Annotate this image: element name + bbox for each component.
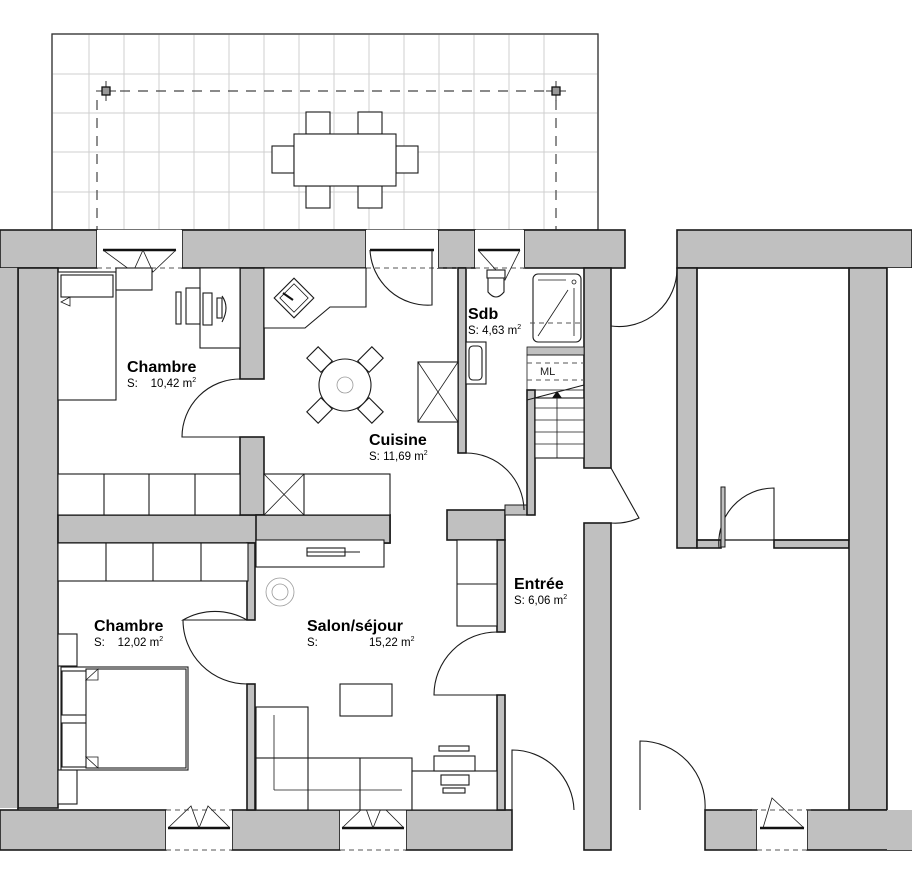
round-table-icon	[306, 346, 384, 424]
room-name: Entrée	[514, 576, 564, 593]
washing-machine-label: ML	[540, 366, 556, 378]
desk-icon	[411, 745, 498, 811]
entree-bench	[456, 539, 498, 627]
tv-cabinet	[255, 539, 385, 568]
dining-table-icon	[271, 111, 419, 209]
room-name: Sdb	[468, 306, 499, 323]
shower-icon	[530, 273, 584, 343]
double-bed-icon	[57, 633, 189, 805]
washing-machine-area	[526, 354, 585, 391]
room-area: S: 12,02 m2	[94, 636, 164, 650]
room-name: Chambre	[127, 359, 197, 376]
room-name: Cuisine	[369, 432, 427, 449]
room-label-chambre-2: Chambre S: 12,02 m2	[94, 618, 163, 651]
doors	[180, 249, 775, 811]
room-label-chambre-1: Chambre S: 10,42 m2	[127, 359, 196, 392]
wardrobe-row	[57, 473, 241, 516]
room-label-entree: Entrée S: 6,06 m2	[514, 576, 567, 609]
plant-icon	[265, 577, 295, 607]
room-label-salon: Salon/séjour S: 15,22 m2	[307, 618, 414, 651]
terrace	[51, 33, 599, 231]
room-area: S: 10,42 m2	[127, 377, 197, 391]
toilet-icon	[486, 269, 506, 298]
kitchen-bottom-counter	[263, 473, 391, 516]
wardrobe-row	[57, 542, 249, 582]
room-name: Chambre	[94, 618, 164, 635]
sink-icon	[465, 341, 487, 385]
sofa-icon	[255, 706, 413, 811]
single-bed-icon	[57, 271, 117, 401]
room-area: S: 15,22 m2	[307, 636, 415, 650]
desk-icon	[175, 267, 241, 349]
kitchen-counter	[263, 267, 367, 329]
coffee-table	[339, 683, 393, 717]
windows	[97, 230, 814, 851]
cabinet-x	[417, 361, 459, 423]
post-icon	[546, 81, 566, 101]
room-area: S: 6,06 m2	[514, 594, 568, 608]
room-name: Salon/séjour	[307, 618, 404, 635]
room-label-cuisine: Cuisine S: 11,69 m2	[369, 432, 428, 465]
room-area: S: 4,63 m2	[468, 324, 522, 338]
room-area: S: 11,69 m2	[369, 450, 428, 464]
stairs-icon	[526, 384, 585, 459]
walls	[0, 229, 912, 851]
post-icon	[96, 81, 116, 101]
wardrobe	[115, 267, 153, 291]
room-label-sdb: Sdb S: 4,63 m2	[468, 306, 521, 339]
